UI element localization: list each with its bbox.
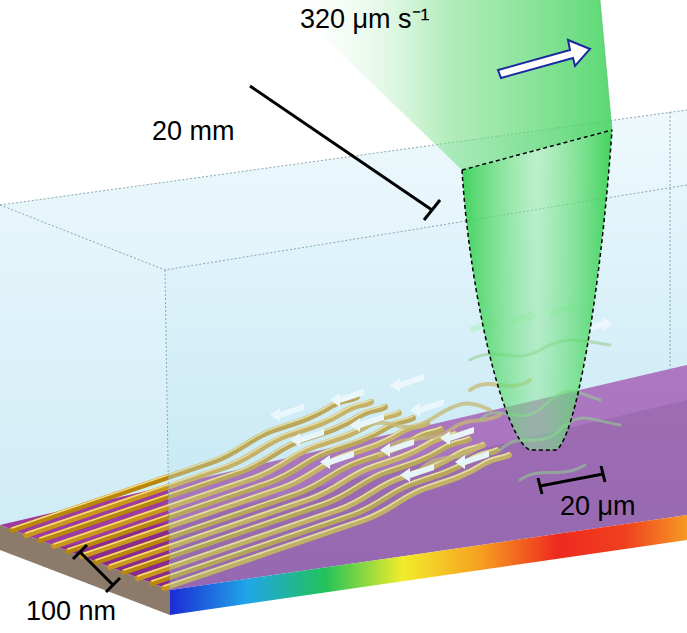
dimension-label: 20 μm bbox=[560, 493, 636, 520]
dimension-label: 100 nm bbox=[26, 598, 116, 625]
dimension-label: 20 mm bbox=[152, 118, 235, 145]
dimension-label: 320 μm s⁻¹ bbox=[300, 6, 430, 33]
